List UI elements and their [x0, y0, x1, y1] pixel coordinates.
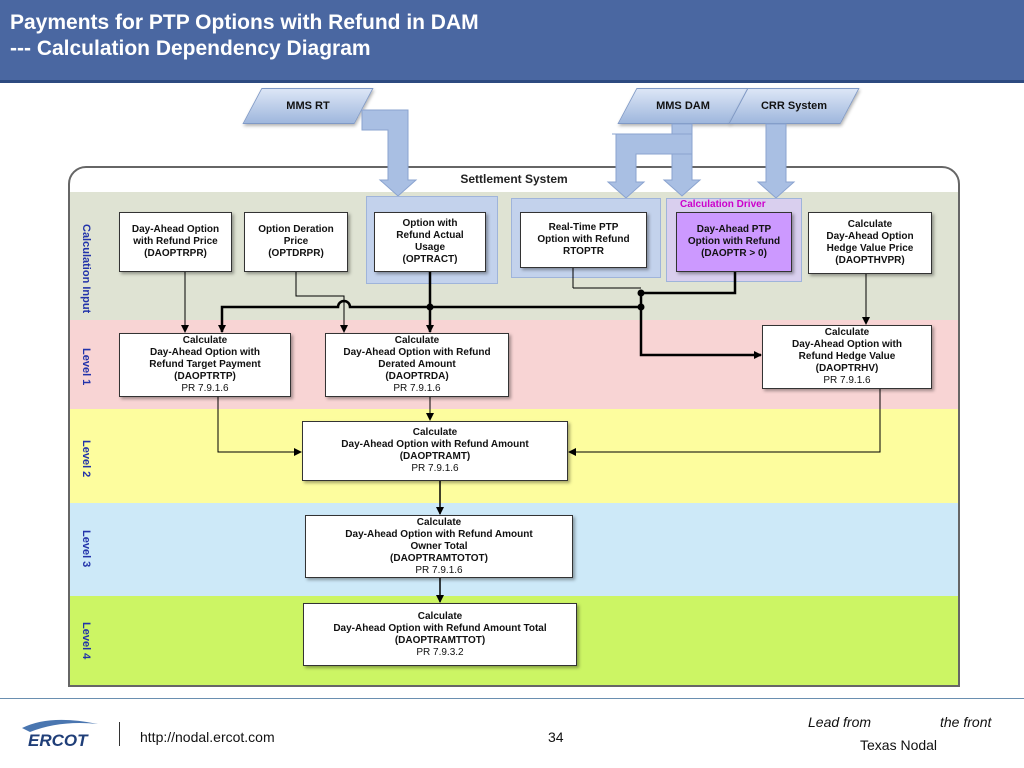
- mms-dam-label: MMS DAM: [656, 100, 710, 112]
- daoptramt-pr: PR 7.9.1.6: [411, 463, 459, 474]
- daoptrda-line-3: Derated Amount: [378, 359, 456, 370]
- slide-header: Payments for PTP Options with Refund in …: [0, 0, 1024, 83]
- mms-rt-source: MMS RT: [242, 88, 374, 124]
- calculation-input-label: Calculation Input: [80, 224, 92, 314]
- level-4-label: Level 4: [80, 622, 92, 660]
- level4-daoptramttot: Calculate Day-Ahead Option with Refund A…: [303, 603, 577, 666]
- daoptrda-line-2: Day-Ahead Option with Refund: [343, 347, 491, 358]
- daoptramt-line-2: Day-Ahead Option with Refund Amount: [341, 439, 529, 450]
- optract-line-2: Refund Actual: [396, 230, 464, 241]
- footer-divider: [0, 698, 1024, 699]
- daoptramtotot-line-2: Day-Ahead Option with Refund Amount: [345, 528, 533, 540]
- daoptrtp-pr: PR 7.9.1.6: [181, 383, 229, 394]
- tagline-the-front: the front: [940, 714, 992, 730]
- daoptramt-line-1: Calculate: [412, 427, 458, 438]
- daoptrhv-line-1: Calculate: [824, 327, 870, 338]
- input-daoptrpr: Day-Ahead Option with Refund Price (DAOP…: [119, 212, 232, 272]
- input-optract: Option with Refund Actual Usage (OPTRACT…: [374, 212, 486, 272]
- daoptrhv-line-4: (DAOPTRHV): [815, 363, 879, 374]
- daoptrda-line-1: Calculate: [394, 335, 440, 346]
- daoptrhv-line-2: Day-Ahead Option with: [792, 339, 902, 350]
- tagline-texas-nodal: Texas Nodal: [860, 737, 938, 753]
- daopthvpr-line-3: Hedge Value Price: [826, 243, 914, 254]
- daoptramtotot-line-3: Owner Total: [410, 540, 468, 552]
- level-3-label: Level 3: [80, 530, 92, 568]
- daoptr-line-3: (DAOPTR > 0): [701, 248, 767, 259]
- daopthvpr-line-2: Day-Ahead Option: [826, 231, 914, 242]
- optract-line-1: Option with: [402, 218, 458, 229]
- daoptramttot-line-3: (DAOPTRAMTTOT): [394, 634, 486, 646]
- mms-rt-label: MMS RT: [286, 100, 330, 112]
- daoptrda-line-4: (DAOPTRDA): [385, 371, 449, 382]
- daoptrda-pr: PR 7.9.1.6: [393, 383, 441, 394]
- page-number: 34: [548, 729, 564, 745]
- optdrpr-line-2: Price: [283, 236, 309, 247]
- crr-system-source: CRR System: [728, 88, 860, 124]
- ercot-logo: ERCOT: [22, 719, 98, 750]
- daoptramttot-pr: PR 7.9.3.2: [416, 646, 464, 658]
- daoptrpr-line-1: Day-Ahead Option: [131, 224, 220, 235]
- optract-line-4: (OPTRACT): [402, 254, 458, 265]
- rtoptr-line-3: RTOPTR: [563, 246, 604, 257]
- daoptramtotot-pr: PR 7.9.1.6: [415, 564, 463, 576]
- level1-daoptrhv: Calculate Day-Ahead Option with Refund H…: [762, 325, 932, 389]
- level1-daoptrtp: Calculate Day-Ahead Option with Refund T…: [119, 333, 291, 397]
- level3-daoptramtotot: Calculate Day-Ahead Option with Refund A…: [305, 515, 573, 578]
- input-rtoptr: Real-Time PTP Option with Refund RTOPTR: [520, 212, 647, 268]
- daoptramt-line-3: (DAOPTRAMT): [399, 451, 471, 462]
- optract-line-3: Usage: [414, 242, 445, 253]
- daoptrhv-pr: PR 7.9.1.6: [823, 375, 871, 386]
- daoptr-line-2: Option with Refund: [687, 236, 781, 247]
- calculation-driver-label: Calculation Driver: [680, 199, 766, 210]
- daoptrtp-line-1: Calculate: [182, 335, 228, 346]
- input-daopthvpr: Calculate Day-Ahead Option Hedge Value P…: [808, 212, 932, 274]
- daoptrtp-line-4: (DAOPTRTP): [174, 371, 236, 382]
- daoptrtp-line-3: Refund Target Payment: [149, 359, 261, 370]
- level2-daoptramt: Calculate Day-Ahead Option with Refund A…: [302, 421, 568, 481]
- input-daoptr-driver: Day-Ahead PTP Option with Refund (DAOPTR…: [676, 212, 792, 272]
- settlement-system-title: Settlement System: [460, 172, 568, 186]
- footer-url[interactable]: http://nodal.ercot.com: [140, 729, 275, 745]
- daoptramtotot-line-1: Calculate: [416, 516, 462, 528]
- rtoptr-line-2: Option with Refund: [537, 234, 630, 245]
- daoptr-line-1: Day-Ahead PTP: [696, 224, 772, 235]
- rtoptr-line-1: Real-Time PTP: [548, 222, 619, 233]
- slide-title: Payments for PTP Options with Refund in …: [10, 11, 479, 60]
- daoptrpr-line-2: with Refund Price: [133, 236, 218, 247]
- daopthvpr-line-4: (DAOPTHVPR): [835, 255, 905, 266]
- level-1-label: Level 1: [80, 348, 92, 386]
- daoptrtp-line-2: Day-Ahead Option with: [150, 347, 260, 358]
- daoptramttot-line-2: Day-Ahead Option with Refund Amount Tota…: [333, 622, 547, 634]
- daoptramttot-line-1: Calculate: [417, 610, 463, 622]
- logo-text: ERCOT: [28, 731, 89, 750]
- daoptramtotot-line-4: (DAOPTRAMTOTOT): [390, 552, 488, 564]
- optdrpr-line-3: (OPTDRPR): [268, 248, 324, 259]
- input-optdrpr: Option Deration Price (OPTDRPR): [244, 212, 348, 272]
- daoptrpr-line-3: (DAOPTRPR): [144, 248, 207, 259]
- level-2-label: Level 2: [80, 440, 92, 478]
- footer-separator: [119, 722, 120, 746]
- mms-dam-source: MMS DAM: [617, 88, 749, 124]
- daopthvpr-line-1: Calculate: [847, 219, 893, 230]
- tagline-lead-from: Lead from: [808, 714, 872, 730]
- level1-daoptrda: Calculate Day-Ahead Option with Refund D…: [325, 333, 509, 397]
- crr-system-label: CRR System: [760, 100, 828, 112]
- optdrpr-line-1: Option Deration: [258, 224, 334, 235]
- daoptrhv-line-3: Refund Hedge Value: [798, 351, 896, 362]
